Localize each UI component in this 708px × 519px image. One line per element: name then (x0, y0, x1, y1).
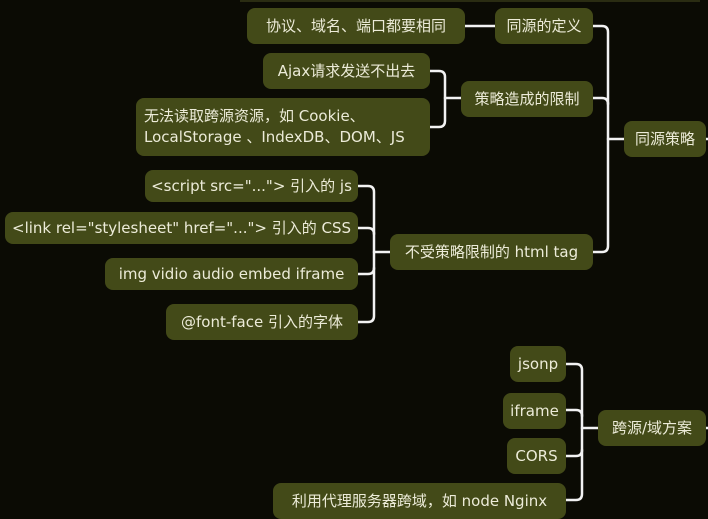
connector (564, 362, 584, 502)
node-protocol-domain-port[interactable]: 协议、域名、端口都要相同 (247, 8, 465, 44)
connector (428, 69, 447, 129)
top-edge-divider (240, 0, 700, 2)
node-link-tag[interactable]: <link rel="stylesheet" href="..."> 引入的 C… (5, 212, 358, 244)
node-script-tag[interactable]: <script src="..."> 引入的 js (145, 170, 358, 202)
node-line: LocalStorage 、IndexDB、DOM、JS (144, 128, 405, 146)
node-cors[interactable]: CORS (507, 438, 566, 474)
connector (356, 266, 376, 276)
node-proxy-server[interactable]: 利用代理服务器跨域，如 node Nginx (273, 483, 566, 519)
node-ajax-blocked[interactable]: Ajax请求发送不出去 (263, 53, 430, 89)
node-font-face[interactable]: @font-face 引入的字体 (166, 304, 358, 340)
node-jsonp[interactable]: jsonp (510, 346, 566, 382)
node-iframe[interactable]: iframe (503, 393, 566, 429)
node-line: 无法读取跨源资源，如 Cookie、 (144, 107, 365, 125)
node-same-origin-policy[interactable]: 同源策略 (624, 121, 706, 157)
node-cannot-read-resources[interactable]: 无法读取跨源资源，如 Cookie、 LocalStorage 、IndexDB… (136, 98, 430, 156)
node-unrestricted-html-tags[interactable]: 不受策略限制的 html tag (390, 234, 593, 270)
node-media-tags[interactable]: img vidio audio embed iframe (105, 258, 358, 290)
node-same-origin-definition[interactable]: 同源的定义 (495, 8, 593, 44)
connector (564, 408, 584, 418)
connector (356, 184, 376, 324)
connector (564, 448, 584, 458)
node-policy-restrictions[interactable]: 策略造成的限制 (461, 81, 593, 117)
connector (356, 226, 376, 236)
connector (591, 96, 610, 106)
node-cross-origin-solutions[interactable]: 跨源/域方案 (598, 410, 706, 446)
connector (591, 24, 610, 254)
